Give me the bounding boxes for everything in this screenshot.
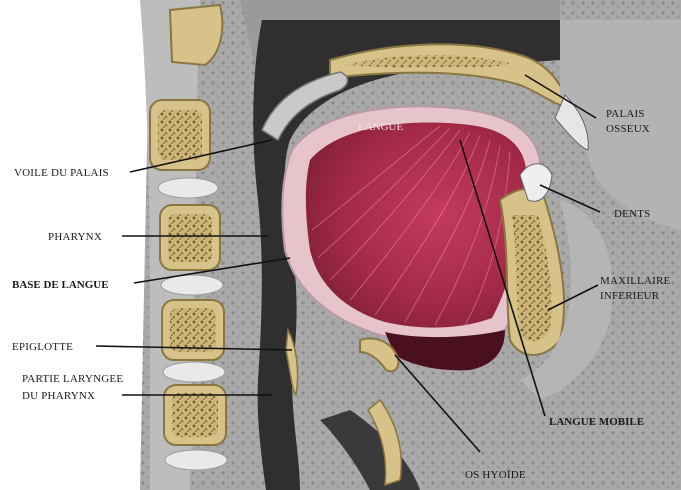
label-langue: LANGUE [358,121,403,133]
label-palais-osseux-line1: PALAIS [606,108,645,120]
intervertebral-disc [165,450,227,470]
intervertebral-disc [158,178,218,198]
label-os-hyoide: OS HYOÏDE [465,469,526,481]
intervertebral-disc [161,275,223,295]
label-partie-laryngee-line1: PARTIE LARYNGEE [22,373,123,385]
label-maxillaire-line1: MAXILLAIRE [600,275,671,287]
label-epiglotte: EPIGLOTTE [12,341,73,353]
label-palais-osseux-line2: OSSEUX [606,123,650,135]
label-partie-laryngee-line2: DU PHARYNX [22,390,95,402]
label-voile-du-palais: VOILE DU PALAIS [14,167,109,179]
label-langue-mobile: LANGUE MOBILE [549,416,644,428]
label-dents: DENTS [614,208,650,220]
label-maxillaire-line2: INFERIEUR [600,290,660,302]
label-base-de-langue: BASE DE LANGUE [12,279,109,291]
label-pharynx: PHARYNX [48,231,102,243]
intervertebral-disc [163,362,225,382]
